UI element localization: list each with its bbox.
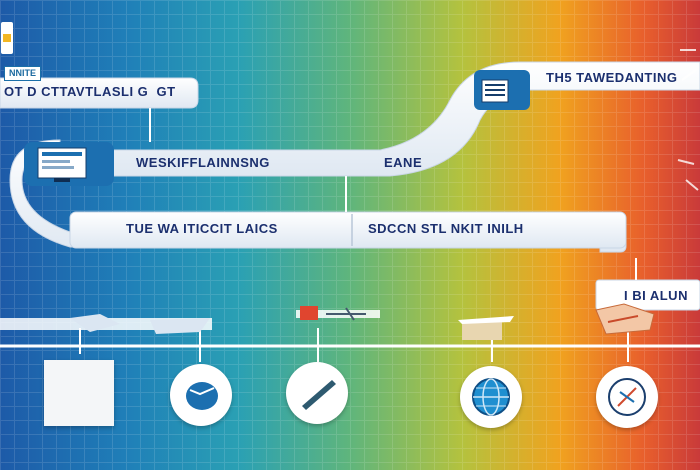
top-left-banner bbox=[0, 77, 199, 109]
puzzle-icon bbox=[70, 314, 210, 334]
top-left-banner-label: OT D CTTAVTLASLI G GT bbox=[4, 84, 176, 99]
third-row-banner bbox=[69, 211, 627, 249]
book-icon bbox=[186, 382, 218, 410]
book-circle bbox=[170, 364, 232, 426]
document-icon bbox=[474, 70, 530, 110]
map-icon bbox=[595, 303, 655, 335]
pen-circle bbox=[286, 362, 348, 424]
top-tag: NNITE bbox=[4, 66, 41, 81]
side-tag-label: I BI ALUN bbox=[624, 288, 688, 303]
row3-left-label: TUE WA ITICCIT LAICS bbox=[126, 221, 278, 236]
document-icon bbox=[1, 22, 13, 54]
box-icon bbox=[458, 316, 514, 340]
row2-right-label: EANE bbox=[384, 155, 423, 170]
row2-left-label: WESKIFFLAINNSNG bbox=[136, 155, 270, 170]
monitor-icon bbox=[24, 142, 114, 186]
globe-icon bbox=[472, 378, 510, 416]
compass-circle bbox=[596, 366, 658, 428]
square-card bbox=[44, 360, 114, 426]
top-right-banner-label: TH5 TAWEDANTING bbox=[546, 70, 678, 85]
tools-icon bbox=[296, 306, 380, 321]
globe-circle bbox=[460, 366, 522, 428]
tools-icon bbox=[302, 380, 336, 410]
decorative-marks bbox=[677, 49, 699, 191]
row3-right-label: SDCCN STL NKIT INILH bbox=[368, 221, 524, 236]
side-banner bbox=[595, 279, 700, 311]
compass-icon bbox=[608, 378, 646, 416]
